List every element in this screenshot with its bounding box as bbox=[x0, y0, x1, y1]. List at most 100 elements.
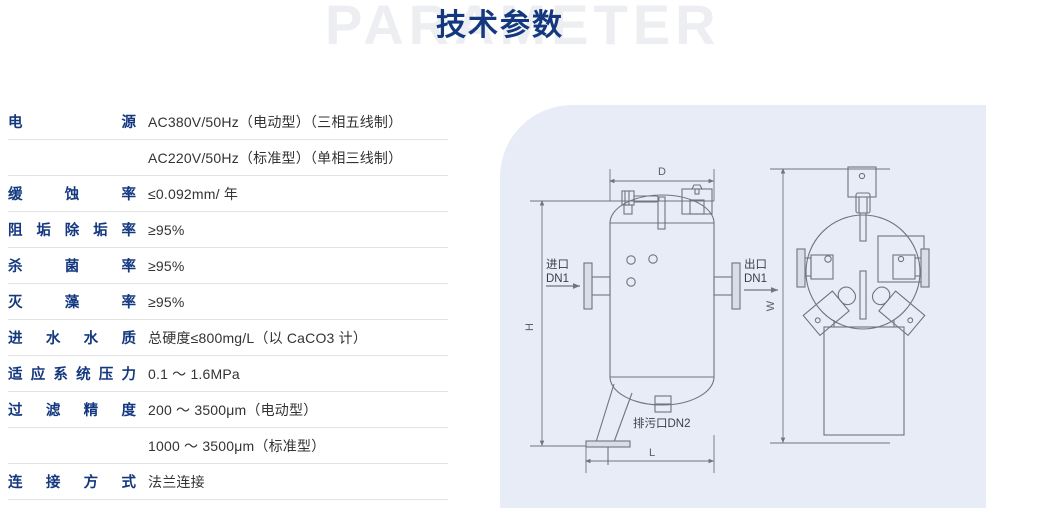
dimension-height bbox=[530, 200, 612, 447]
dimension-label-width: W bbox=[765, 300, 777, 311]
vessel-body bbox=[609, 194, 715, 406]
table-row: 灭 藻 率 ≥95% bbox=[8, 284, 448, 320]
product-diagram-panel: D H L bbox=[500, 105, 986, 508]
drain-nozzle bbox=[654, 395, 672, 413]
spec-value-power-1: AC380V/50Hz（电动型）（三相五线制） bbox=[148, 113, 403, 130]
top-view-left-flange bbox=[796, 248, 834, 288]
dimension-label-length: L bbox=[649, 447, 655, 459]
spec-value-descaling-rate: ≥95% bbox=[148, 221, 185, 238]
table-row: 连 接 方 式 法兰连接 bbox=[8, 464, 448, 500]
top-fittings bbox=[610, 184, 714, 230]
inlet-flange bbox=[583, 262, 611, 310]
drain-outlet-label: 排污口DN2 bbox=[633, 416, 691, 430]
dimension-width bbox=[770, 168, 890, 444]
spec-value-corrosion-rate: ≤0.092mm/ 年 bbox=[148, 185, 239, 202]
label-char: 适 bbox=[8, 367, 23, 383]
spec-value-power-2: AC220V/50Hz（标准型）（单相三线制） bbox=[148, 149, 403, 166]
inlet-label-cn: 进口 bbox=[546, 258, 569, 271]
inlet-label-dn: DN1 bbox=[546, 273, 569, 285]
label-char: 电 bbox=[8, 115, 23, 131]
center-plate bbox=[859, 270, 867, 320]
outlet-label-cn: 出口 bbox=[744, 257, 767, 271]
control-box bbox=[877, 235, 925, 283]
spec-value-filtration-accuracy-1: 200 ～ 3500μm（电动型） bbox=[148, 401, 318, 418]
product-technical-drawing: D H L bbox=[524, 166, 930, 473]
top-view-right-flange bbox=[892, 248, 930, 288]
specification-table: 电 源 AC380V/50Hz（电动型）（三相五线制） AC220V/50Hz（… bbox=[8, 104, 448, 500]
label-char: 藻 bbox=[64, 295, 80, 311]
label-char: 水 bbox=[83, 331, 99, 347]
page-title: 技术参数 bbox=[436, 9, 564, 42]
label-char: 式 bbox=[121, 475, 136, 491]
spec-label-descaling-rate: 阻 垢 除 垢 率 bbox=[8, 219, 148, 240]
spec-value-system-pressure: 0.1 ～ 1.6MPa bbox=[148, 365, 240, 382]
outlet-flange bbox=[713, 262, 741, 310]
label-char: 压 bbox=[98, 367, 114, 383]
label-char: 菌 bbox=[64, 259, 80, 275]
spec-value-sterilization-rate: ≥95% bbox=[148, 257, 185, 274]
spec-label-corrosion-rate: 缓 蚀 率 bbox=[8, 183, 148, 204]
label-char: 率 bbox=[121, 187, 137, 203]
label-char: 接 bbox=[45, 475, 61, 491]
spec-label-system-pressure: 适 应 系 统 压 力 bbox=[8, 363, 148, 384]
vessel-top-circle bbox=[805, 214, 921, 330]
table-row: 缓 蚀 率 ≤0.092mm/ 年 bbox=[8, 176, 448, 212]
label-char: 水 bbox=[45, 331, 61, 347]
label-char: 应 bbox=[30, 367, 46, 383]
outlet-label-dn: DN1 bbox=[744, 273, 767, 285]
label-char: 杀 bbox=[8, 259, 23, 275]
label-char: 蚀 bbox=[64, 187, 80, 203]
spec-label-connection-type: 连 接 方 式 bbox=[8, 471, 148, 492]
label-char: 缓 bbox=[8, 187, 23, 203]
top-nozzle bbox=[847, 166, 877, 242]
label-char: 垢 bbox=[93, 223, 108, 239]
spec-label-power: 电 源 bbox=[8, 111, 148, 132]
table-row: 1000 ～ 3500μm（标准型） bbox=[8, 428, 448, 464]
spec-label-sterilization-rate: 杀 菌 率 bbox=[8, 255, 148, 276]
spec-value-filtration-accuracy-2: 1000 ～ 3500μm（标准型） bbox=[148, 437, 326, 454]
spec-label-inlet-water-quality: 进 水 水 质 bbox=[8, 327, 148, 348]
label-char: 率 bbox=[121, 295, 137, 311]
spec-value-algae-removal-rate: ≥95% bbox=[148, 293, 185, 310]
label-char: 率 bbox=[121, 259, 137, 275]
label-char: 质 bbox=[121, 331, 136, 347]
label-char: 度 bbox=[121, 403, 136, 419]
table-row: 杀 菌 率 ≥95% bbox=[8, 248, 448, 284]
table-row: 过 滤 精 度 200 ～ 3500μm（电动型） bbox=[8, 392, 448, 428]
label-char: 力 bbox=[121, 367, 136, 383]
label-char: 源 bbox=[121, 115, 137, 131]
label-char: 方 bbox=[83, 475, 99, 491]
spec-label-filtration-accuracy: 过 滤 精 度 bbox=[8, 399, 148, 420]
label-char: 垢 bbox=[36, 223, 51, 239]
watermark-text: PARAMETER bbox=[325, 0, 721, 56]
top-view-base bbox=[823, 320, 905, 436]
label-char: 率 bbox=[121, 223, 137, 239]
label-char: 过 bbox=[8, 403, 23, 419]
label-char: 精 bbox=[83, 403, 99, 419]
spec-value-inlet-water-quality: 总硬度≤800mg/L（以 CaCO3 计） bbox=[148, 329, 368, 346]
table-row: 适 应 系 统 压 力 0.1 ～ 1.6MPa bbox=[8, 356, 448, 392]
dimension-diameter bbox=[609, 169, 715, 201]
label-char: 灭 bbox=[8, 295, 23, 311]
dimension-label-height: H bbox=[524, 323, 536, 331]
label-char: 滤 bbox=[45, 403, 61, 419]
front-view: D H L bbox=[524, 166, 778, 473]
top-view: W bbox=[765, 166, 930, 444]
dimension-label-diameter: D bbox=[658, 166, 666, 178]
table-row: 阻 垢 除 垢 率 ≥95% bbox=[8, 212, 448, 248]
label-char: 系 bbox=[53, 367, 68, 383]
table-row: AC220V/50Hz（标准型）（单相三线制） bbox=[8, 140, 448, 176]
dimension-length bbox=[585, 435, 715, 473]
support-leg bbox=[585, 383, 633, 465]
sight-ports bbox=[626, 254, 658, 287]
top-view-port bbox=[824, 255, 832, 263]
label-char: 阻 bbox=[8, 223, 23, 239]
label-char: 统 bbox=[76, 367, 91, 383]
spec-label-algae-removal-rate: 灭 藻 率 bbox=[8, 291, 148, 312]
table-row: 电 源 AC380V/50Hz（电动型）（三相五线制） bbox=[8, 104, 448, 140]
spec-value-connection-type: 法兰连接 bbox=[148, 473, 205, 490]
label-char: 除 bbox=[64, 223, 80, 239]
page-header: PARAMETER 技术参数 bbox=[0, 0, 1039, 64]
label-char: 连 bbox=[8, 475, 23, 491]
